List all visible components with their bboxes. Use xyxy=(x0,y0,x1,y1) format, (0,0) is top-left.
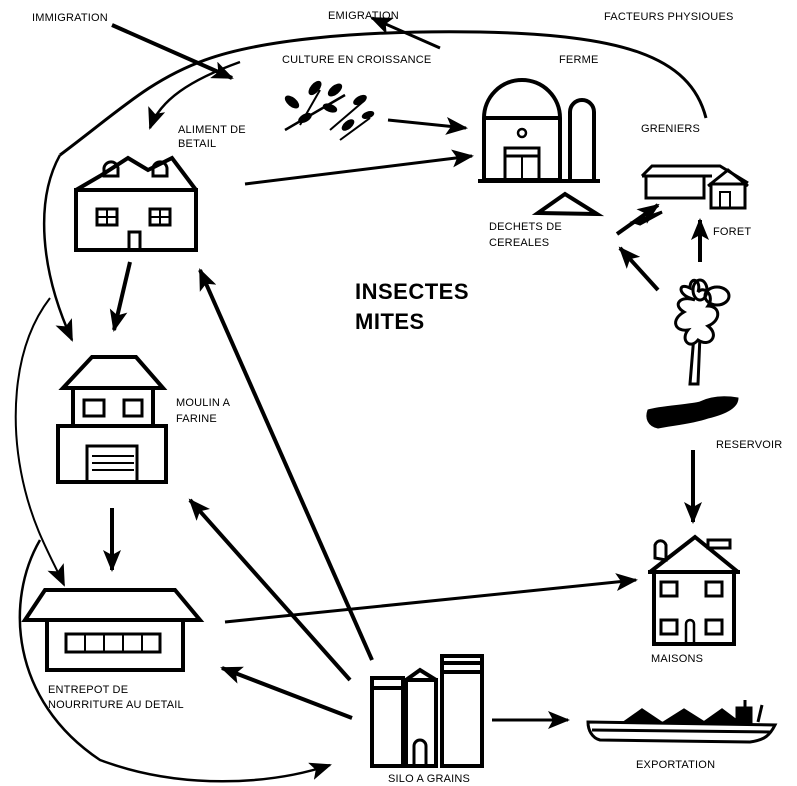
label-entrepot-2: NOURRITURE AU DETAIL xyxy=(48,699,184,711)
arrow-silo-to-aliment xyxy=(198,268,374,661)
label-emigration: EMIGRATION xyxy=(328,10,399,22)
arrow-entrepot-to-maisons xyxy=(224,573,638,624)
label-dechets-2: CEREALES xyxy=(489,237,550,249)
label-moulin-2: FARINE xyxy=(176,413,217,425)
label-dechets-1: DECHETS DE xyxy=(489,221,562,233)
label-ferme: FERME xyxy=(559,54,599,66)
label-exportation: EXPORTATION xyxy=(636,759,716,771)
arrow-immigration xyxy=(111,23,234,80)
farm-barn-silo-icon xyxy=(478,78,600,183)
cargo-ship-icon xyxy=(586,700,778,744)
arrow-foret-to-dechets xyxy=(618,246,660,292)
arrow-emigration-curve xyxy=(59,30,708,157)
arrow-left-curve-moulin xyxy=(42,154,74,342)
center-title-mites: MITES xyxy=(355,309,425,334)
flour-mill-icon xyxy=(56,355,168,484)
retail-warehouse-icon xyxy=(21,588,205,672)
arrow-aliment-to-ferme xyxy=(244,149,474,186)
arrow-silo-to-entrepot xyxy=(220,666,353,720)
label-maisons: MAISONS xyxy=(651,653,704,665)
granary-icon xyxy=(629,164,749,226)
grain-pile-icon xyxy=(531,191,605,217)
label-immigration: IMMIGRATION xyxy=(32,12,108,24)
label-silo: SILO A GRAINS xyxy=(388,773,471,785)
label-aliment-betail-1: ALIMENT DE xyxy=(178,124,246,136)
grain-silo-icon xyxy=(370,654,484,768)
arrow-silo-to-moulin xyxy=(188,498,352,682)
house-icon xyxy=(648,534,740,646)
label-facteurs-physiques: FACTEURS PHYSIOUES xyxy=(604,11,734,23)
label-moulin-1: MOULIN A xyxy=(176,397,231,409)
label-foret: FORET xyxy=(713,226,752,238)
label-entrepot-1: ENTREPOT DE xyxy=(48,684,129,696)
arrow-emigration-head xyxy=(370,16,441,50)
flow-arrows xyxy=(14,16,709,783)
arrow-left-curve-entrepot xyxy=(14,297,65,587)
arrow-to-aliment xyxy=(148,60,241,130)
label-aliment-betail-2: BETAIL xyxy=(178,138,217,150)
label-greniers: GRENIERS xyxy=(641,123,701,135)
label-reservoir: RESERVOIR xyxy=(716,439,783,451)
arrow-culture-to-ferme xyxy=(387,117,468,135)
reservoir-icon xyxy=(646,396,739,429)
crop-plants-icon xyxy=(284,80,375,141)
label-culture: CULTURE EN CROISSANCE xyxy=(282,54,432,66)
arrow-bottom-loop-silo xyxy=(18,539,332,783)
arrow-aliment-to-moulin xyxy=(109,261,132,332)
tree-icon xyxy=(674,278,731,386)
center-title-insectes: INSECTES xyxy=(355,279,470,304)
livestock-feed-house-icon xyxy=(74,155,198,252)
